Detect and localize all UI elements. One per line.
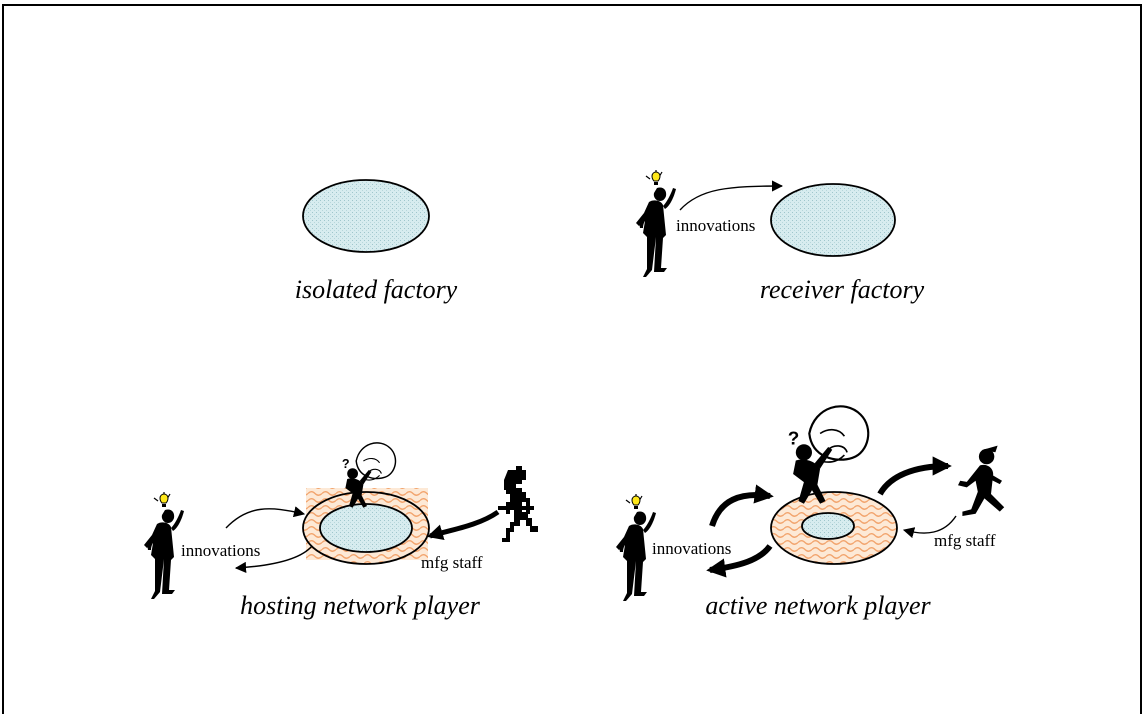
staff-label: mfg staff	[421, 553, 483, 572]
heavy-load-person-icon	[786, 405, 870, 505]
innovations-label: innovations	[676, 216, 755, 235]
receiver-factory-panel: innovations receiver factory	[635, 169, 925, 304]
innovation-out-arrow	[706, 544, 773, 578]
staff-label: mfg staff	[934, 531, 996, 550]
caption-receiver: receiver factory	[760, 275, 925, 304]
caption-active: active network player	[705, 591, 931, 620]
staff-in-arrow	[902, 515, 957, 539]
factory-ellipse	[302, 179, 430, 253]
active-network-panel: innovations mfg staff active network pla…	[615, 405, 1005, 620]
factory-ellipse	[801, 512, 855, 540]
factory-ellipse	[319, 503, 413, 553]
innovation-in-arrow	[709, 484, 774, 528]
hosting-network-panel: innovations mfg staff hosting network pl…	[143, 442, 538, 620]
diagram-frame	[2, 4, 1142, 714]
idea-person-icon	[635, 169, 677, 278]
running-person-icon	[498, 466, 538, 542]
staff-arrow	[426, 509, 500, 540]
isolated-factory-panel: isolated factory	[295, 179, 458, 304]
innovation-out-arrow	[234, 545, 313, 573]
caption-isolated: isolated factory	[295, 275, 458, 304]
innovations-label: innovations	[652, 539, 731, 558]
innovation-in-arrow	[225, 506, 306, 529]
staff-out-arrow	[877, 456, 952, 496]
caption-hosting: hosting network player	[240, 591, 481, 620]
running-person-icon	[958, 445, 1005, 516]
innovations-label: innovations	[181, 541, 260, 560]
idea-person-icon	[143, 491, 185, 600]
idea-person-icon	[615, 493, 657, 602]
innovation-arrow	[679, 180, 784, 211]
factory-ellipse	[770, 183, 896, 257]
